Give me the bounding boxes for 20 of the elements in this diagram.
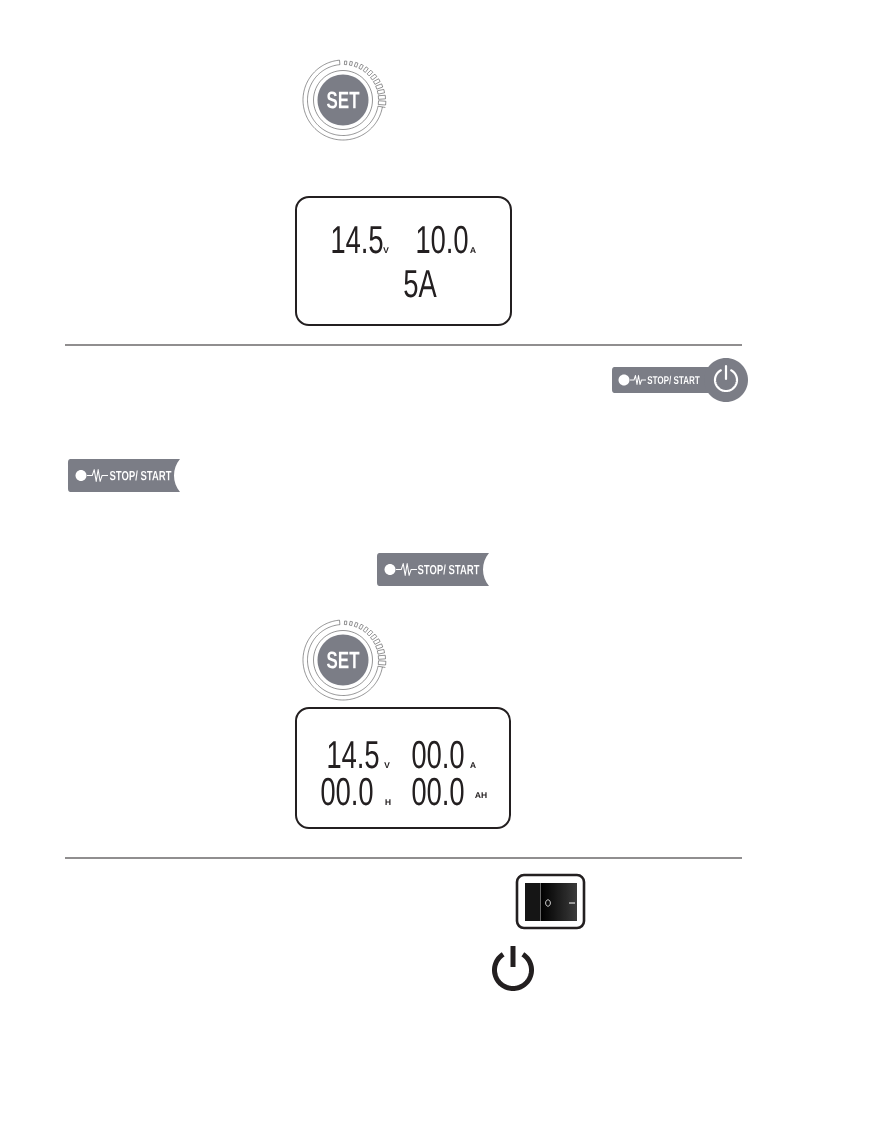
display-reading: 10.0 xyxy=(417,225,468,254)
unit-label: A xyxy=(470,762,476,768)
display-reading: 00.0 xyxy=(412,740,464,769)
display-reading: 14.5 xyxy=(332,226,383,254)
unit-label: V xyxy=(384,762,390,768)
stop-start-button: STOP/ START xyxy=(68,459,180,492)
unit-label: V xyxy=(383,247,389,253)
display-reading: 14.5 xyxy=(328,741,379,769)
stop-start-button: STOP/ START xyxy=(612,358,748,402)
display-reading: 5A xyxy=(404,270,437,298)
unit-label: H xyxy=(385,799,391,805)
unit-label: A xyxy=(470,247,476,253)
unit-label: AH xyxy=(475,792,487,798)
stop-start-button: STOP/ START xyxy=(377,553,489,586)
set-button: SET xyxy=(302,59,387,141)
display-reading: 00.0 xyxy=(321,777,373,806)
lcd-display xyxy=(295,707,511,829)
lcd-display xyxy=(295,196,512,326)
display-reading: 00.0 xyxy=(412,777,464,806)
set-button: SET xyxy=(302,619,387,701)
